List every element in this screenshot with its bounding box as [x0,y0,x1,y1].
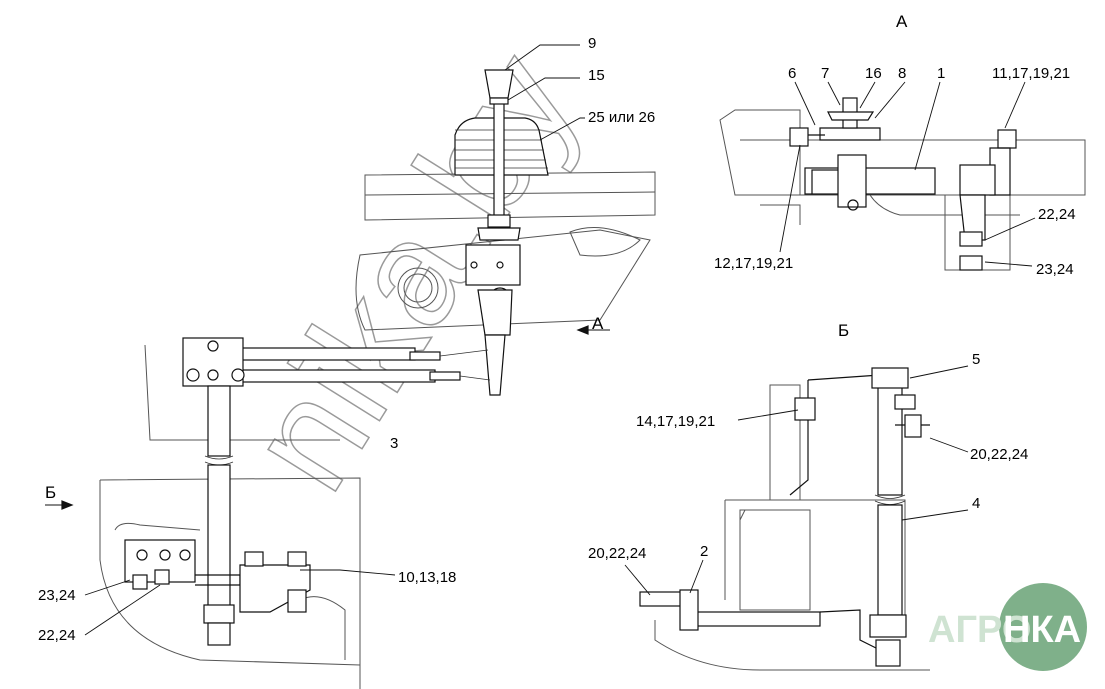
view-b-arrow-label: Б [45,483,56,502]
callout-25: 25 или 26 [588,109,655,126]
callout-2: 2 [700,543,708,560]
callout-15: 15 [588,67,605,84]
logo-text-right: НКА [1003,609,1081,651]
logo-text-left: АГРО [928,609,1031,651]
callout-8: 8 [898,65,906,82]
view-b-title: Б [838,321,849,340]
callout-22-a: 22,24 [1038,206,1076,223]
view-a-arrow-label: А [592,314,604,333]
callout-16: 16 [865,65,882,82]
lever-arm [484,334,506,396]
agronika-logo: АГРО НКА [928,583,1087,671]
view-b-rod [689,611,821,627]
callout-9: 9 [588,35,596,52]
view-b [639,367,930,671]
rod-lower [234,369,436,383]
lever-knob [484,69,514,99]
callout-22-left: 22,24 [38,627,76,644]
shaft-lower [207,464,231,616]
view-a [719,97,1086,271]
callout-6: 6 [788,65,796,82]
view-a-title: А [896,12,908,31]
view-b-shaft-lower [877,504,903,616]
callout-5: 5 [972,351,980,368]
callout-23-left: 23,24 [38,587,76,604]
shaft-upper [207,385,231,457]
callout-23-a: 23,24 [1036,261,1074,278]
rod-upper [234,347,416,361]
watermark: nika.by [215,25,609,517]
main-view-leaders [84,44,585,636]
callout-11: 11,17,19,21 [992,65,1070,82]
logo-circle [999,583,1087,671]
callout-20-left: 20,22,24 [588,545,646,562]
lever-bracket [465,244,521,286]
callout-12: 12,17,19,21 [714,255,793,272]
callout-1: 1 [937,65,945,82]
main-view [45,69,656,689]
callout-4: 4 [972,495,980,512]
callout-20-right: 20,22,24 [970,446,1028,463]
callout-3: 3 [390,435,398,452]
callout-14: 14,17,19,21 [636,413,715,430]
callout-10: 10,13,18 [398,569,456,586]
view-a-leaders [779,81,1036,267]
view-b-leaders [624,365,969,596]
callout-7: 7 [821,65,829,82]
